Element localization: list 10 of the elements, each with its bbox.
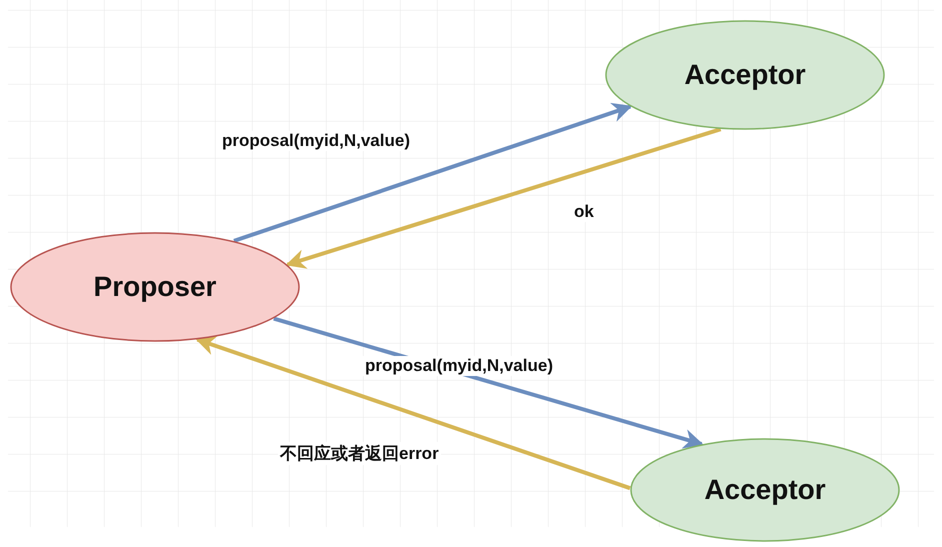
edge-label: proposal(myid,N,value): [363, 356, 555, 376]
node-label: Acceptor: [704, 474, 826, 506]
node-label: Proposer: [94, 271, 216, 303]
node-label: Acceptor: [684, 59, 806, 91]
arrow: [196, 336, 631, 490]
edge-label: 不回应或者返回error: [278, 442, 441, 465]
arrow: [233, 102, 632, 243]
edge-label: proposal(myid,N,value): [220, 131, 412, 151]
arrow: [286, 127, 722, 269]
edge-label: ok: [572, 202, 596, 222]
